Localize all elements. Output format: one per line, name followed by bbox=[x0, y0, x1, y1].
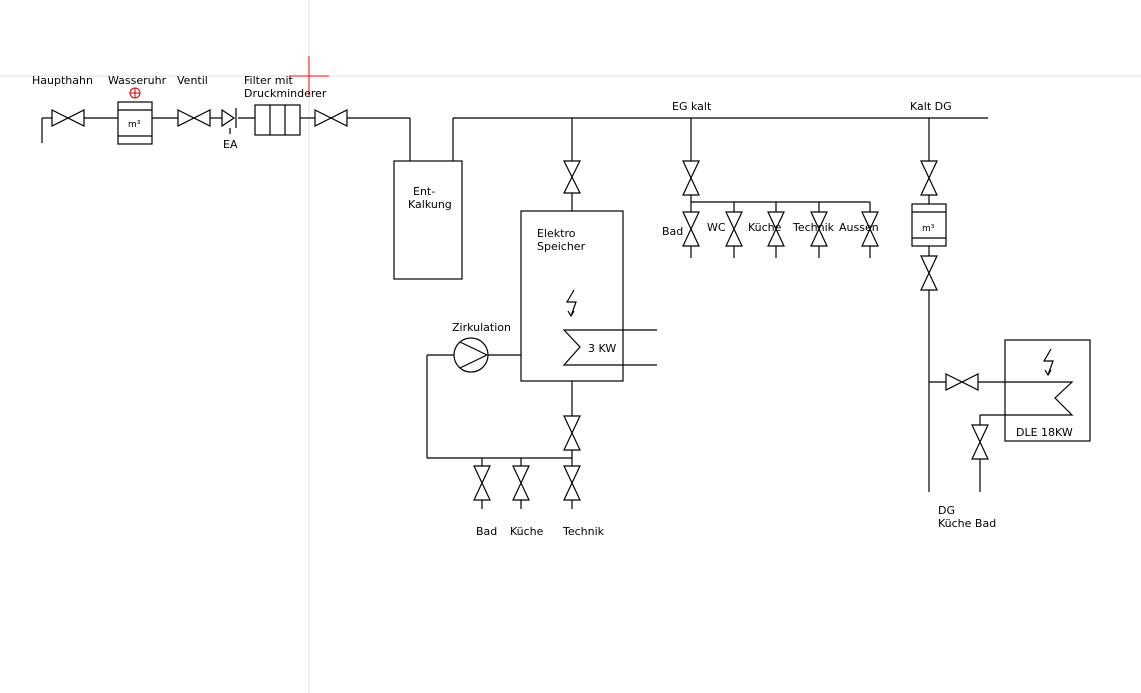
dg-valve-lower bbox=[920, 246, 938, 492]
dg-label-line1: DG bbox=[938, 504, 955, 517]
supply-line bbox=[41, 117, 411, 161]
eg-tap-bad bbox=[682, 211, 700, 258]
ventil-label: Ventil bbox=[177, 74, 208, 87]
hot-water-outlet bbox=[563, 381, 581, 466]
eg-kueche-label: Küche bbox=[748, 221, 782, 234]
hot-water-tap-technik bbox=[563, 465, 581, 509]
hot-water-tap-kueche bbox=[512, 458, 530, 509]
haupthahn-label: Haupthahn bbox=[32, 74, 93, 87]
valve-after-filter bbox=[314, 109, 348, 127]
ww-bad-label: Bad bbox=[476, 525, 497, 538]
ww-kueche-label: Küche bbox=[510, 525, 544, 538]
dle-label: DLE 18KW bbox=[1016, 426, 1073, 439]
eg-tap-wc bbox=[725, 202, 743, 258]
meter-symbol-icon bbox=[129, 87, 141, 99]
eg-technik-label: Technik bbox=[792, 221, 835, 234]
dle-outlet-valve bbox=[971, 415, 989, 492]
eg-tap-kueche bbox=[767, 202, 785, 258]
eg-tap-technik bbox=[810, 202, 828, 258]
lightning-icon bbox=[565, 289, 577, 318]
heating-element bbox=[562, 329, 657, 366]
elektro-label-line1: Elektro bbox=[537, 227, 576, 240]
hot-water-tap-bad bbox=[473, 458, 491, 509]
filter-label-line2: Druckminderer bbox=[244, 87, 327, 100]
eg-kalt-label: EG kalt bbox=[672, 100, 712, 113]
check-valve-ea bbox=[221, 108, 237, 134]
circulation-loop bbox=[426, 354, 572, 459]
eg-aussen-label: Aussen bbox=[839, 221, 879, 234]
dle-unit bbox=[980, 339, 1091, 442]
filter-pressure-reducer bbox=[254, 104, 301, 136]
entkalkung-unit bbox=[393, 160, 463, 280]
wasseruhr-label: Wasseruhr bbox=[108, 74, 167, 87]
elektro-label-line2: Speicher bbox=[537, 240, 586, 253]
entkalkung-label-line2: Kalkung bbox=[408, 198, 452, 211]
circulation-pump-icon bbox=[453, 337, 489, 373]
distribution-line bbox=[452, 117, 988, 161]
kalt-dg-branch bbox=[920, 118, 938, 204]
eg-tap-aussen bbox=[861, 202, 879, 258]
entkalkung-label-line1: Ent- bbox=[413, 185, 435, 198]
dle-branch bbox=[929, 373, 1010, 391]
eg-kalt-branch bbox=[682, 118, 870, 212]
water-meter-unit: m³ bbox=[128, 120, 141, 130]
filter-label-line1: Filter mit bbox=[244, 74, 294, 87]
kalt-dg-label: Kalt DG bbox=[910, 100, 952, 113]
ventil-valve bbox=[177, 109, 211, 127]
speicher-supply-branch bbox=[563, 118, 581, 211]
eg-wc-label: WC bbox=[707, 221, 726, 234]
dle-lightning-icon bbox=[1042, 348, 1054, 377]
dg-label-line2: Küche Bad bbox=[938, 517, 996, 530]
dg-water-meter-unit: m³ bbox=[922, 224, 935, 234]
eg-bad-label: Bad bbox=[662, 225, 683, 238]
water-meter bbox=[117, 101, 153, 145]
ea-label: EA bbox=[223, 138, 238, 151]
heater-power-label: 3 KW bbox=[588, 342, 616, 355]
haupthahn-valve bbox=[51, 109, 85, 127]
zirkulation-label: Zirkulation bbox=[452, 321, 511, 334]
ww-technik-label: Technik bbox=[562, 525, 605, 538]
